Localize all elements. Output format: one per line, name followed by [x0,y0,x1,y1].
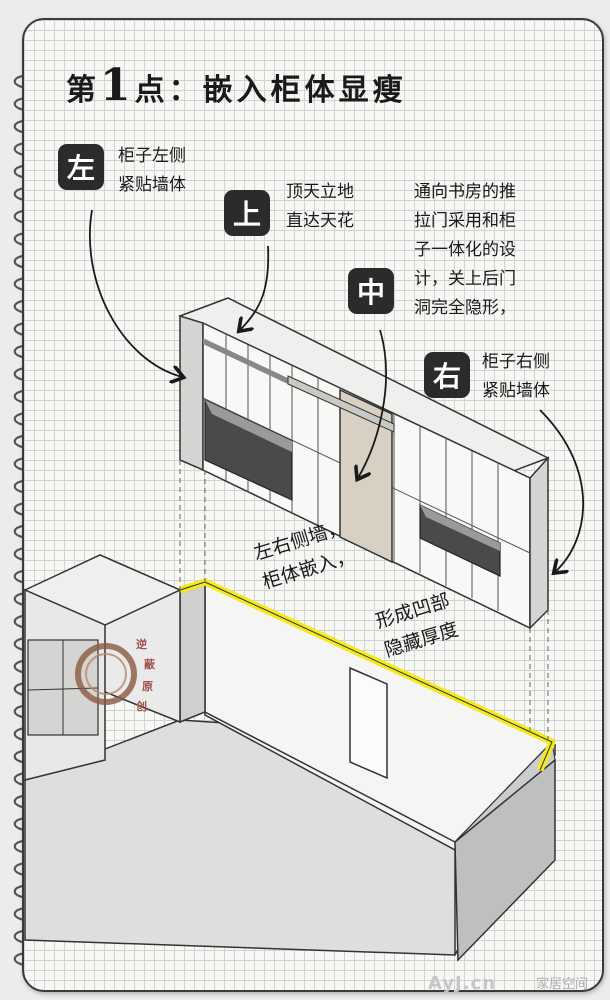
cabinet-right-side [529,456,549,630]
right-wall-block [454,758,556,962]
badge-left: 左 [58,144,104,190]
arrow-left [89,209,182,377]
badge-middle: 中 [348,268,394,314]
door-opening [349,666,388,780]
note-left-line: 紧贴墙体 [118,175,186,195]
note-right-line: 柜子右侧 [482,352,550,372]
arrow-top [240,245,270,330]
left-partition [179,580,206,724]
note-top: 顶天立地 直达天花 [286,178,354,236]
watermark-logo: AyJ.cn [428,973,497,994]
stamp-seal [75,643,137,705]
badge-top: 上 [224,190,270,236]
title-number: 1 [100,60,135,111]
note-right-line: 紧贴墙体 [482,381,550,401]
note-left-line: 柜子左侧 [118,146,186,166]
watermark-account: 家居空间 [535,977,588,992]
stamp-char: 逆 [136,638,147,651]
page-title: 第1点：嵌入柜体显瘦 [66,60,407,111]
callout-arrows [89,209,584,572]
stamp-char: 创 [136,700,147,713]
note-middle-line: 洞完全隐形， [414,298,516,318]
note-middle-line: 拉门采用和柜 [414,211,516,231]
note-top-line: 直达天花 [286,211,354,231]
note-middle-line: 子一体化的设 [414,240,516,260]
arrow-middle [358,329,387,478]
badge-right: 右 [424,352,470,398]
title-suffix: 点：嵌入柜体显瘦 [134,73,407,108]
projection-lines [179,460,549,742]
stamp-char: 蔽 [144,658,155,671]
door-rail [287,375,395,433]
note-middle: 通向书房的推 拉门采用和柜 子一体化的设 计，关上后门 洞完全隐形， [414,178,516,323]
room-floor-plan [23,553,557,962]
note-left: 柜子左侧 紧贴墙体 [118,142,186,200]
note-right: 柜子右侧 紧贴墙体 [482,348,550,406]
note-top-line: 顶天立地 [286,182,354,202]
title-prefix: 第 [66,73,100,108]
note-middle-line: 通向书房的推 [414,182,516,202]
cabinet-side [179,314,204,472]
note-middle-line: 计，关上后门 [414,269,516,289]
stamp-char: 原 [142,680,153,693]
arrow-right [539,409,584,572]
